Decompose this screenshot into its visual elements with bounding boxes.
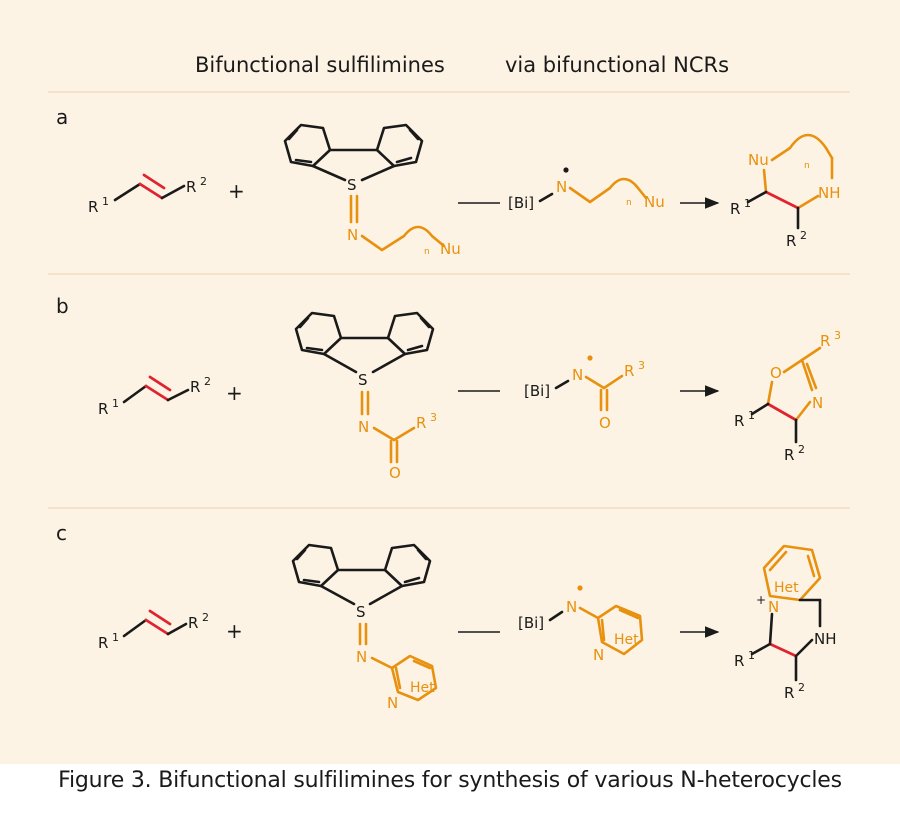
svg-text:N: N bbox=[347, 226, 358, 244]
alkene-b: R 1 R 2 bbox=[98, 375, 211, 418]
header-left-title: Bifunctional sulfilimines bbox=[195, 53, 445, 77]
svg-text:2: 2 bbox=[798, 681, 805, 694]
svg-text:Nu: Nu bbox=[748, 151, 769, 169]
row-c: c R 1 R 2 + S N bbox=[56, 521, 837, 712]
ncr-c: [Bi] N N Het bbox=[518, 585, 644, 664]
row-label-c: c bbox=[56, 521, 67, 545]
reaction-scheme: Bifunctional sulfilimines via bifunction… bbox=[48, 53, 850, 712]
svg-text:1: 1 bbox=[748, 649, 755, 662]
svg-text:N: N bbox=[387, 694, 398, 712]
svg-text:2: 2 bbox=[202, 611, 209, 624]
svg-text:N: N bbox=[356, 648, 367, 666]
row-b: b R 1 R 2 + S N R bbox=[56, 294, 841, 482]
sulfilimine-b: S N R 3 O bbox=[294, 311, 437, 482]
svg-text:R: R bbox=[784, 684, 794, 702]
svg-text:R: R bbox=[784, 446, 794, 464]
svg-text:R: R bbox=[820, 332, 830, 350]
svg-text:n: n bbox=[804, 161, 810, 171]
svg-text:2: 2 bbox=[800, 229, 807, 242]
svg-text:NH: NH bbox=[814, 630, 837, 648]
svg-text:[Bi]: [Bi] bbox=[518, 614, 544, 632]
svg-text:n: n bbox=[424, 247, 430, 257]
svg-text:1: 1 bbox=[744, 197, 751, 210]
svg-text:N: N bbox=[566, 598, 577, 616]
plus-c: + bbox=[226, 619, 243, 643]
svg-text:Het: Het bbox=[410, 680, 435, 696]
alkene-c: R 1 R 2 bbox=[98, 609, 209, 652]
svg-text:R: R bbox=[188, 614, 198, 632]
plus-b: + bbox=[226, 381, 243, 405]
svg-text:S: S bbox=[356, 603, 366, 621]
svg-text:Nu: Nu bbox=[644, 193, 665, 211]
product-b: O R 3 N R 1 R 2 bbox=[734, 329, 841, 464]
figure-panel bbox=[0, 0, 900, 764]
header-right-title: via bifunctional NCRs bbox=[505, 53, 729, 77]
svg-text:R: R bbox=[416, 414, 426, 432]
svg-text:n: n bbox=[626, 198, 632, 208]
svg-text:3: 3 bbox=[834, 329, 841, 342]
svg-text:R: R bbox=[98, 634, 108, 652]
svg-text:R: R bbox=[734, 652, 744, 670]
product-c: Het N + NH R 1 R 2 bbox=[734, 544, 837, 702]
svg-text:N: N bbox=[556, 178, 567, 196]
svg-text:R: R bbox=[730, 200, 740, 218]
row-a: a R 1 R 2 + S N bbox=[56, 105, 841, 258]
svg-text:3: 3 bbox=[638, 359, 645, 372]
svg-text:1: 1 bbox=[102, 195, 109, 208]
alkene-a: R 1 R 2 bbox=[88, 173, 207, 216]
svg-text:2: 2 bbox=[200, 175, 207, 188]
svg-text:[Bi]: [Bi] bbox=[508, 194, 534, 212]
svg-text:3: 3 bbox=[430, 411, 437, 424]
svg-text:N: N bbox=[812, 394, 823, 412]
figure-caption: Figure 3. Bifunctional sulfilimines for … bbox=[58, 768, 842, 793]
svg-text:O: O bbox=[770, 364, 782, 382]
svg-text:Het: Het bbox=[774, 580, 799, 596]
svg-text:O: O bbox=[599, 414, 611, 432]
svg-text:2: 2 bbox=[204, 375, 211, 388]
svg-text:R: R bbox=[734, 412, 744, 430]
svg-text:S: S bbox=[358, 371, 368, 389]
svg-text:R: R bbox=[624, 362, 634, 380]
svg-text:R: R bbox=[88, 198, 98, 216]
ncr-b: [Bi] N R 3 O bbox=[524, 355, 645, 432]
row-label-b: b bbox=[56, 294, 69, 318]
svg-text:R: R bbox=[98, 400, 108, 418]
svg-text:[Bi]: [Bi] bbox=[524, 382, 550, 400]
sulfilimine-a: S N n Nu bbox=[283, 123, 461, 258]
row-label-a: a bbox=[56, 105, 68, 129]
plus-a: + bbox=[228, 179, 245, 203]
svg-text:1: 1 bbox=[112, 631, 119, 644]
product-a: Nu n NH R 1 R 2 bbox=[730, 133, 841, 250]
sulfilimine-c: S N N Het bbox=[291, 543, 438, 712]
svg-text:N: N bbox=[593, 646, 604, 664]
svg-text:1: 1 bbox=[112, 397, 119, 410]
svg-text:N: N bbox=[572, 366, 583, 384]
svg-text:N: N bbox=[768, 598, 779, 616]
svg-text:N: N bbox=[358, 418, 369, 436]
svg-text:NH: NH bbox=[818, 184, 841, 202]
svg-text:1: 1 bbox=[748, 409, 755, 422]
svg-text:Nu: Nu bbox=[440, 240, 461, 258]
svg-text:O: O bbox=[389, 464, 401, 482]
svg-text:S: S bbox=[347, 176, 357, 194]
svg-text:Het: Het bbox=[614, 632, 639, 648]
svg-text:+: + bbox=[756, 593, 766, 607]
svg-text:R: R bbox=[186, 178, 196, 196]
ncr-a: [Bi] N n Nu bbox=[508, 167, 665, 212]
svg-text:R: R bbox=[786, 232, 796, 250]
svg-text:R: R bbox=[190, 378, 200, 396]
svg-text:2: 2 bbox=[798, 443, 805, 456]
